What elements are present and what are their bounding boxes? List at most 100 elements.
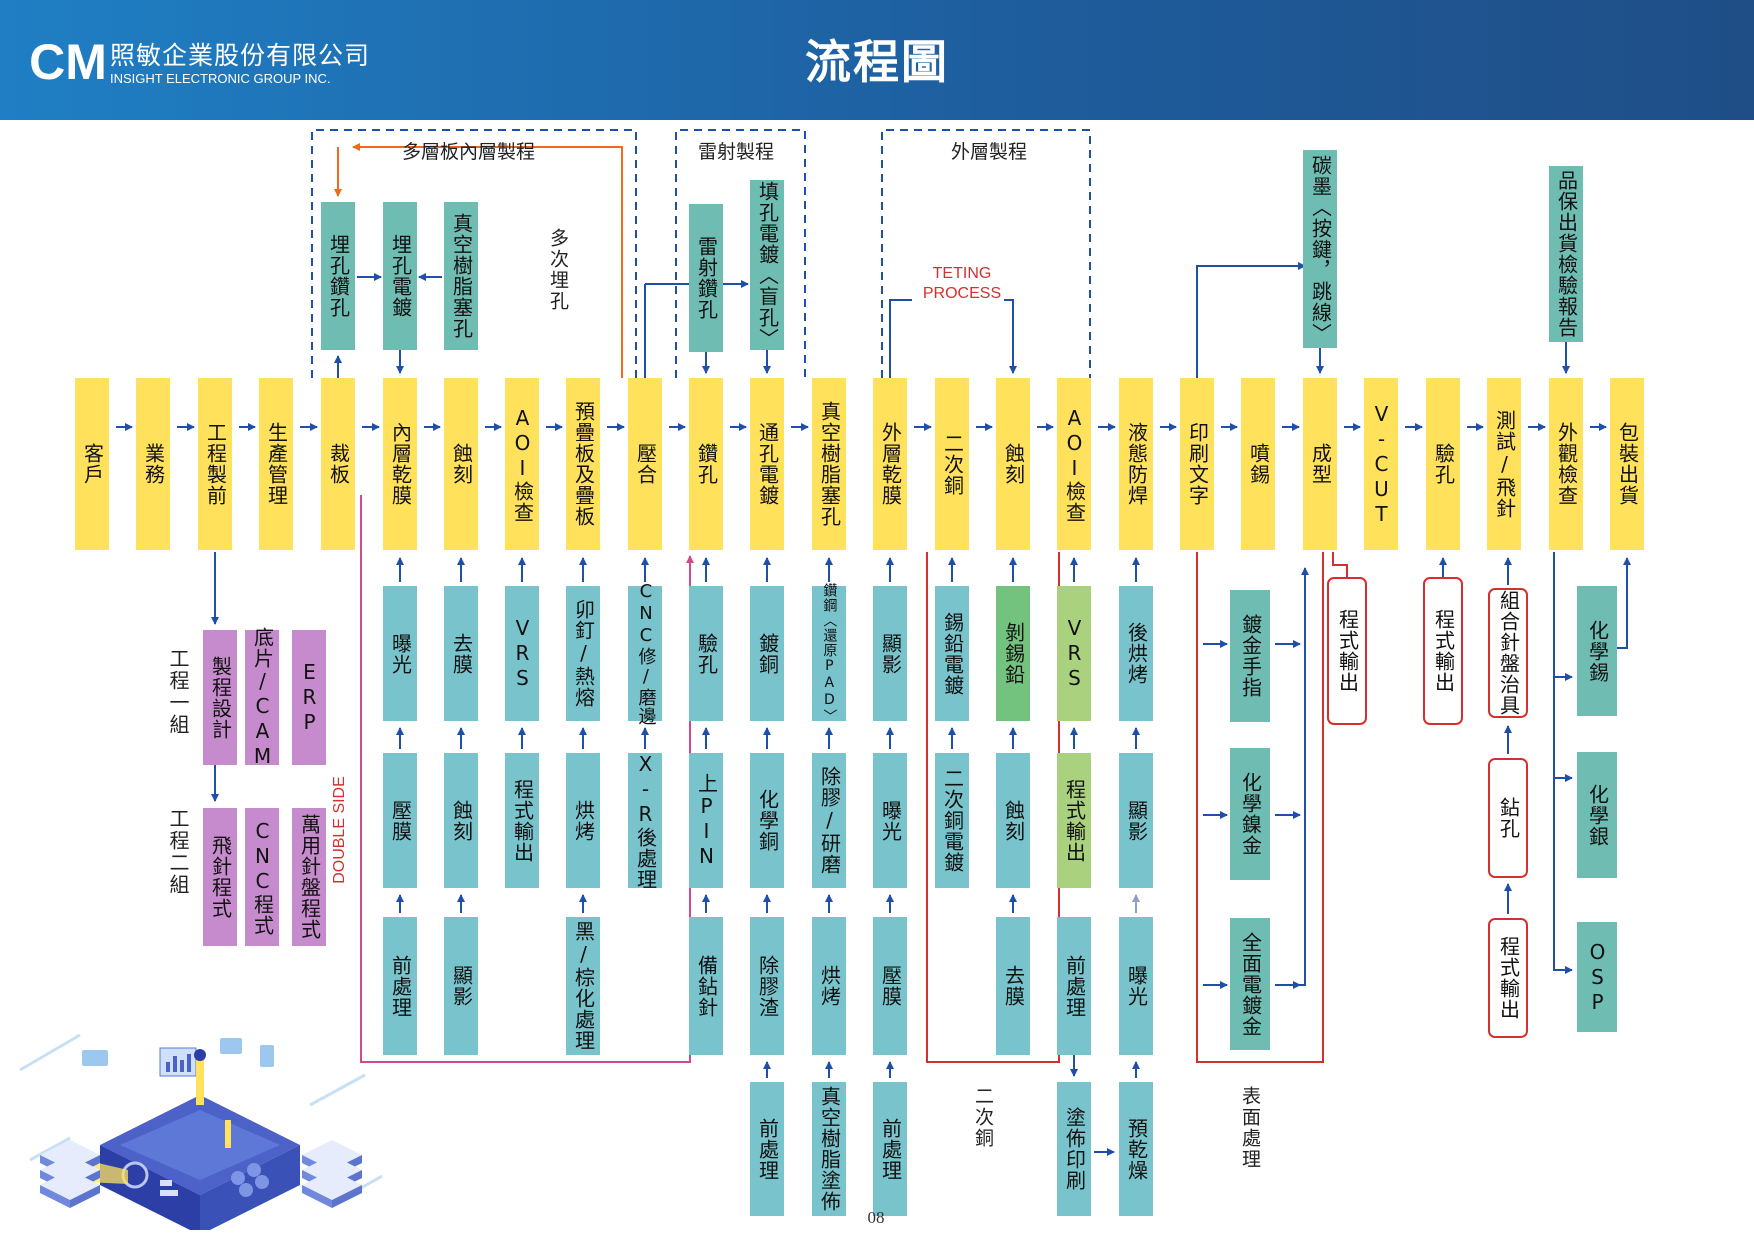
test-program-output: 程式輸出 [1488,918,1528,1038]
aoi2-sub-2-label: 程式輸出 [1062,778,1087,863]
eng-universal-fixture-program: 萬用針盤程式 [292,808,326,946]
eng-erp-label: ERP [297,660,322,735]
main-step-8-label: AOI檢查 [510,405,535,523]
vacuum-plug-sub-2: 除膠/研磨 [812,753,846,888]
fill-plating-step-label: 填孔電鍍〈盲孔〉 [755,181,780,349]
etch1-sub-1-label: 去膜 [449,632,474,675]
header-bar: CM 照敏企業股份有限公司 INSIGHT ELECTRONIC GROUP I… [0,0,1754,120]
vacuum-plug-sub-1-label: 鑽鋼〈還原PAD〉 [821,583,838,724]
main-step-20: 噴錫 [1241,378,1275,550]
main-step-6: 內層乾膜 [383,378,417,550]
laser-frame [675,129,806,378]
main-step-17: AOI檢查 [1057,378,1091,550]
buried-loop-top [352,143,623,378]
buried-plating-step-label: 埋孔電鍍 [388,234,413,318]
inner-dry-film-sub-3: 前處理 [383,917,417,1055]
main-step-1: 客戶 [75,378,109,550]
surface-full-gold: 全面電鍍金 [1230,918,1270,1050]
buried-plating-step: 埋孔電鍍 [383,202,417,350]
main-step-22-label: V-CUT [1369,401,1394,527]
pth-sub-2-label: 化學銅 [755,789,780,852]
test-drill: 鉆孔 [1488,758,1528,878]
main-step-26-label: 包裝出貨 [1615,422,1640,506]
vacuum-plug-sub-3: 烘烤 [812,917,846,1055]
fill-plating-step: 填孔電鍍〈盲孔〉 [750,180,784,350]
etch2-sub-3: 去膜 [996,917,1030,1055]
test-fixture: 組合針盤治具 [1488,588,1528,718]
main-step-10: 壓合 [628,378,662,550]
eng-film-cam-label: 底片/CAM [250,626,275,769]
engineering-group2-label: 工程二組 [166,808,190,896]
press-sub-2-label: X-R後處理 [633,751,658,890]
finish-osp-label: OSP [1585,939,1610,1015]
main-step-12: 通孔電鍍 [750,378,784,550]
main-step-12-label: 通孔電鍍 [755,422,780,506]
press-sub-2: X-R後處理 [628,751,662,890]
inner-dry-film-sub-3-label: 前處理 [388,954,413,1018]
surface-enig-label: 化學鎳金 [1238,772,1263,856]
main-step-8: AOI檢查 [505,378,539,550]
inner-dry-film-sub-1-label: 曝光 [388,632,413,675]
eng-universal-fixture-program-label: 萬用針盤程式 [297,814,322,940]
main-step-2: 業務 [136,378,170,550]
inner-dry-film-sub-2: 壓膜 [383,753,417,888]
outer-dry-film-sub-2-label: 曝光 [878,799,903,842]
main-step-11: 鑽孔 [689,378,723,550]
etch1-sub-3: 顯影 [444,917,478,1055]
buried-drill-step-label: 埋孔鑽孔 [326,234,351,318]
connector-10 [889,299,912,378]
carbon-ink-step-label: 碳墨〈按鍵，跳線〉 [1308,154,1333,344]
solder-mask-sub-3-label: 曝光 [1124,965,1149,1007]
test-drill-label: 鉆孔 [1496,797,1521,839]
eng-cnc-program-label: CNC程式 [250,818,275,936]
stack-sub-3-label: 黑/棕化處理 [571,921,596,1051]
laser-group-label: 雷射製程 [698,141,775,163]
eng-flying-probe-program: 飛針程式 [203,808,237,946]
inner-dry-film-sub-2-label: 壓膜 [388,799,413,842]
etch2-sub-1-label: 剝錫鉛 [1001,622,1026,685]
stack-sub-3: 黑/棕化處理 [566,917,600,1055]
main-step-18-label: 液態防焊 [1124,422,1149,506]
etch2-sub-2: 蝕刻 [996,753,1030,888]
main-step-7: 蝕刻 [444,378,478,550]
main-step-3-label: 工程製前 [203,422,228,506]
etch1-sub-3-label: 顯影 [449,965,474,1007]
engineering-group1-label: 工程一組 [166,648,190,736]
main-step-11-label: 鑽孔 [694,443,719,485]
laser-drill-step: 雷射鑽孔 [689,204,723,352]
eng-film-cam: 底片/CAM [245,627,279,769]
test-fixture-label: 組合針盤治具 [1496,590,1521,716]
multilayer-frame [311,129,637,378]
etch1-sub-1: 去膜 [444,586,478,721]
main-step-23: 驗孔 [1426,378,1460,550]
routing-program-output-label: 程式輸出 [1335,609,1360,693]
aoi1-sub-2-label: 程式輸出 [510,778,535,863]
surface-gold-finger: 鍍金手指 [1230,590,1270,722]
eng-process-design: 製程設計 [203,630,237,765]
connector-12 [1196,262,1306,378]
main-step-5-label: 裁板 [326,443,351,485]
drill-sub-3: 備鉆針 [689,917,723,1055]
main-step-15-label: 二次銅 [940,432,965,496]
main-step-6-label: 內層乾膜 [388,422,413,506]
routing-program-output: 程式輸出 [1327,577,1367,725]
double-side-label: DOUBLE SIDE [331,776,348,884]
company-name-zh: 照敏企業股份有限公司 [110,41,371,70]
main-step-24-label: 測試/飛針 [1492,409,1517,519]
surface-full-gold-label: 全面電鍍金 [1238,931,1263,1037]
main-step-3: 工程製前 [198,378,232,550]
surface-enig: 化學鎳金 [1230,748,1270,880]
main-step-15: 二次銅 [935,378,969,550]
aoi2-sub-1-label: VRS [1062,616,1087,691]
second-cu-sub-2-label: 二次銅電鍍 [940,768,965,873]
outer-dry-film-sub-2: 曝光 [873,753,907,888]
main-step-13: 真空樹脂塞孔 [812,378,846,550]
carbon-ink-step: 碳墨〈按鍵，跳線〉 [1303,150,1337,348]
finish-immersion-silver-label: 化學銀 [1585,783,1610,847]
main-step-25: 外觀檢查 [1549,378,1583,550]
qa-report-step: 品保出貨檢驗報告 [1549,166,1583,342]
surface-treatment-label: 表面處理 [1239,1086,1261,1170]
eng-flying-probe-program-label: 飛針程式 [208,835,233,919]
outer-group-label: 外層製程 [951,141,1028,163]
